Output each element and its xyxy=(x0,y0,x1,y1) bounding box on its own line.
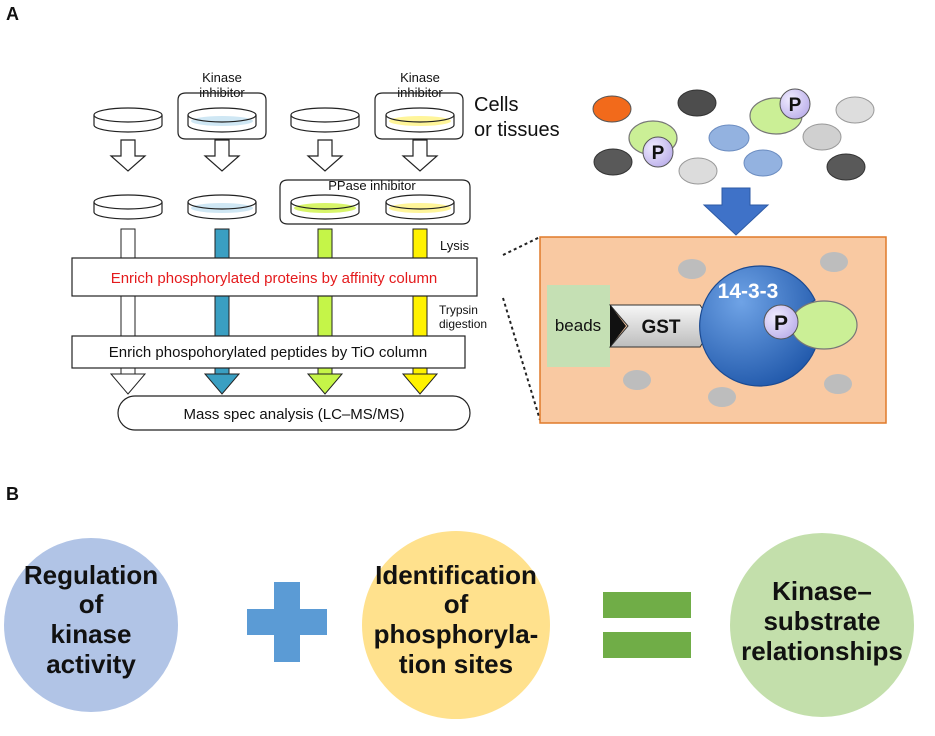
or-tissues-label: or tissues xyxy=(474,119,560,141)
circle-3-line-1: Kinase– xyxy=(772,576,872,606)
circle-1-line-2: of xyxy=(79,589,104,619)
enrich-proteins-label: Enrich phosphorylated proteins by affini… xyxy=(111,270,438,287)
blue-down-arrow xyxy=(702,187,770,236)
beads xyxy=(547,285,610,367)
circle-2-line-2: of xyxy=(444,589,469,619)
circle-3-line-2: substrate xyxy=(763,606,880,636)
protein-14-3-3-label: 14-3-3 xyxy=(718,280,779,303)
equals-bar-bottom xyxy=(603,632,691,658)
dotted-connector-bottom xyxy=(502,297,541,421)
circle-2-line-4: tion sites xyxy=(399,649,513,679)
phospho-label-2: P xyxy=(652,143,665,164)
panel-a-label: A xyxy=(6,4,19,24)
circle-relationships xyxy=(730,533,914,717)
phospho-label-3: P xyxy=(774,312,788,335)
second-dishes xyxy=(93,194,455,220)
top-arrows xyxy=(109,139,439,172)
phospho-label-1: P xyxy=(789,95,802,116)
kinase-inhibitor-label-2a: Kinase xyxy=(400,70,440,85)
ppase-inhibitor-label: PPase inhibitor xyxy=(328,178,416,193)
ppase-inhibitor-bracket xyxy=(279,179,471,225)
kinase-inhibitor-bracket-2 xyxy=(374,92,464,140)
panel-b: Regulation of kinase activity Identifica… xyxy=(4,531,914,719)
enrich-proteins-box xyxy=(71,257,478,297)
workflow-diagram: Kinase inhibitor Kinase inhibitor Cells … xyxy=(71,70,560,431)
circle-2-line-3: phosphoryla- xyxy=(374,619,539,649)
beads-label: beads xyxy=(555,316,601,335)
enrich-peptides-label: Enrich phospohorylated peptides by TiO c… xyxy=(109,344,428,361)
equals-bar-top xyxy=(603,592,691,618)
circle-2-line-1: Identification xyxy=(375,560,537,590)
circle-1-line-1: Regulation xyxy=(24,560,158,590)
gst-tag xyxy=(608,304,715,348)
substrate-protein xyxy=(790,300,858,350)
colored-arrow-heads xyxy=(109,373,439,395)
cells-label: Cells xyxy=(474,94,518,116)
dotted-connector-top xyxy=(502,236,541,256)
circle-1-line-4: activity xyxy=(46,649,136,679)
circle-identification xyxy=(362,531,550,719)
lysis-label: Lysis xyxy=(440,238,470,253)
mass-spec-label: Mass spec analysis (LC–MS/MS) xyxy=(184,406,405,423)
gst-label: GST xyxy=(641,317,680,338)
plus-sign xyxy=(247,582,327,662)
protein-14-3-3 xyxy=(699,265,819,387)
trypsin-label: Trypsin xyxy=(439,303,478,317)
enrich-peptides-box xyxy=(71,335,466,369)
digestion-label: digestion xyxy=(439,317,487,331)
top-dishes xyxy=(93,107,455,133)
binding-detail-box: beads GST 14-3-3 P xyxy=(539,236,887,424)
circle-regulation xyxy=(4,538,178,712)
phospho-site xyxy=(763,304,799,340)
mass-spec-box xyxy=(117,395,471,431)
panel-b-label: B xyxy=(6,484,19,504)
kinase-inhibitor-bracket-1 xyxy=(177,92,267,140)
protein-mixture: P P xyxy=(592,88,875,185)
circle-1-line-3: kinase xyxy=(51,619,132,649)
circle-3-line-3: relationships xyxy=(741,636,903,666)
kinase-inhibitor-label-1a: Kinase xyxy=(202,70,242,85)
